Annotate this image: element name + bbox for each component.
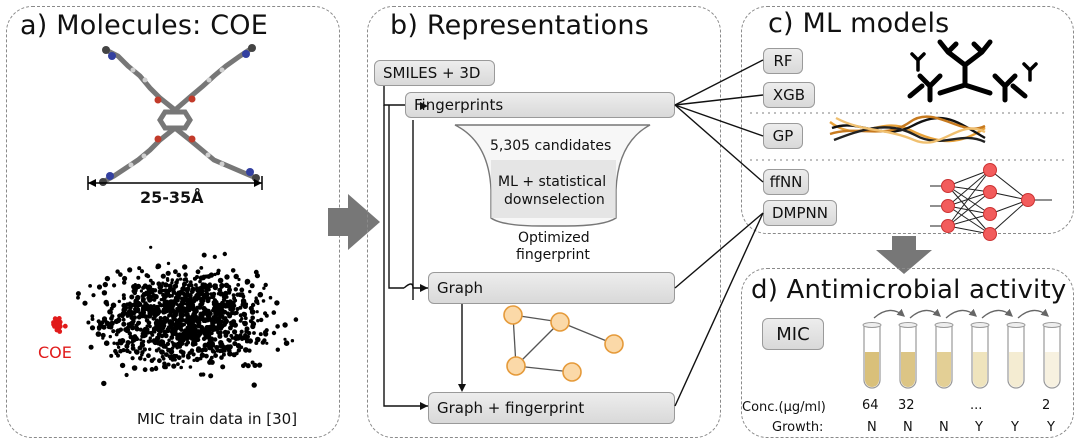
growth-value: N [939, 420, 949, 435]
model-dmpnn: DMPNN [763, 200, 837, 226]
model-gp: GP [763, 123, 803, 149]
conc-value: 32 [898, 398, 915, 413]
graph-fingerprint-box: Graph + fingerprint [428, 392, 675, 424]
funnel-step-line2: downselection [504, 192, 605, 208]
mic-box: MIC [762, 318, 824, 350]
panel-a-title: a) Molecules: COE [20, 10, 268, 41]
panel-representations [367, 6, 721, 438]
panel-b-title: b) Representations [390, 10, 649, 41]
neuron [983, 163, 997, 177]
panel-antimicrobial-activity [741, 268, 1074, 438]
growth-value: Y [1011, 420, 1019, 435]
fingerprints-box: Fingerprints [405, 92, 675, 118]
neuron [941, 219, 955, 233]
gp-curves-icon [829, 115, 986, 144]
conc-value: 64 [862, 398, 879, 413]
panel-d-title: d) Antimicrobial activity [751, 275, 1067, 305]
panel-c-title: c) ML models [768, 8, 950, 39]
growth-label: Growth: [772, 420, 824, 435]
growth-value: Y [1047, 420, 1055, 435]
neural-network-icon [930, 163, 1052, 241]
neuron [941, 179, 955, 193]
optimized-label-line1: Optimized [518, 230, 590, 246]
growth-value: N [867, 420, 877, 435]
conc-value: ... [970, 398, 983, 413]
model-xgb: XGB [763, 82, 815, 108]
neuron [983, 207, 997, 221]
model-ffnn: ffNN [763, 169, 809, 195]
neuron [941, 199, 955, 213]
graph-box: Graph [428, 272, 675, 304]
neuron [983, 185, 997, 199]
growth-value: N [903, 420, 913, 435]
conc-value: 2 [1042, 398, 1051, 413]
neuron [1021, 193, 1035, 207]
funnel-step-line1: ML + statistical [498, 174, 607, 190]
funnel-candidates: 5,305 candidates [490, 138, 612, 154]
dimension-label: 25-35Å [140, 188, 204, 207]
optimized-label-line2: fingerprint [516, 247, 590, 263]
neuron [983, 227, 997, 241]
coe-label: COE [38, 343, 72, 362]
tree-icon [907, 39, 1028, 103]
conc-label: Conc.(µg/ml) [742, 400, 826, 415]
panel-ml-models [741, 6, 1074, 234]
scatter-caption: MIC train data in [30] [137, 410, 298, 428]
model-rf: RF [763, 48, 803, 74]
growth-value: Y [975, 420, 983, 435]
smiles-3d-box: SMILES + 3D [374, 60, 495, 86]
